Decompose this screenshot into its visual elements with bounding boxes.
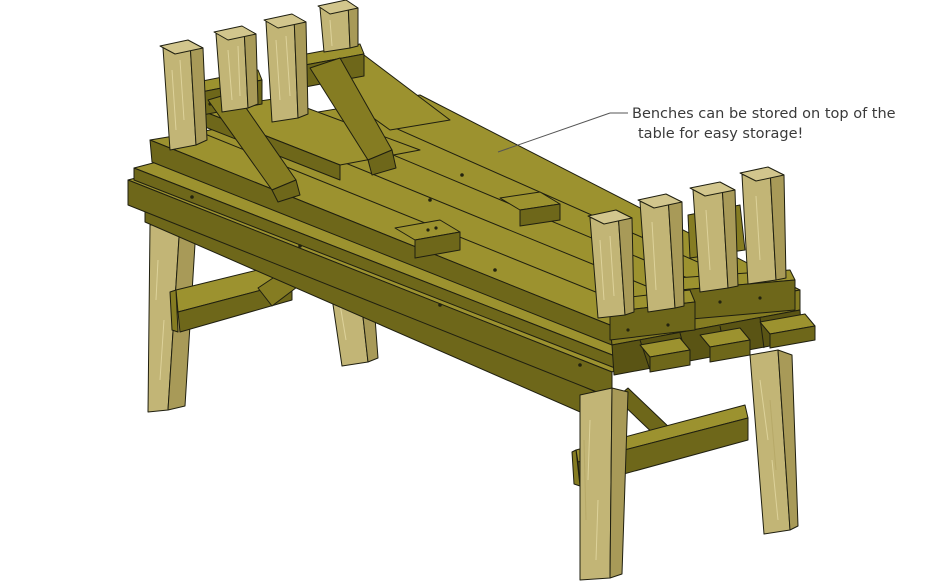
front-legs: [571, 349, 799, 581]
center-blocks: [394, 191, 561, 259]
storage-annotation: Benches can be stored on top of the tabl…: [632, 104, 932, 144]
annotation-line-1: Benches can be stored on top of the: [632, 106, 896, 122]
annotation-line-2: table for easy storage!: [638, 126, 804, 142]
bench-center: [263, 0, 451, 176]
annotation-leader: [497, 112, 628, 153]
bench-right-ends: [587, 166, 796, 341]
